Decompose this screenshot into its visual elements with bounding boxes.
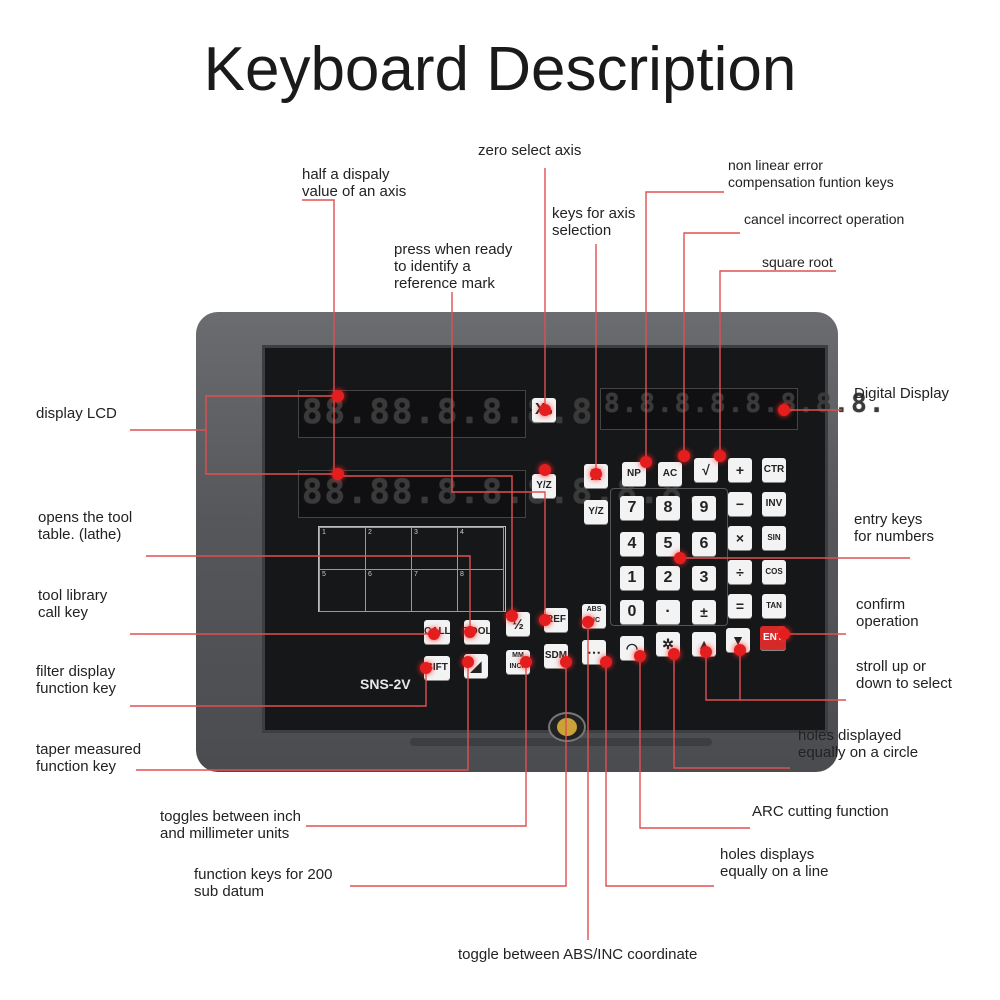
line-filter [130,672,427,707]
label-holes-circle: holes displayed equally on a circle [798,727,919,761]
label-tool-library: tool library call key [38,587,108,621]
cos-key[interactable]: COS [762,560,786,584]
marker-sift [420,662,432,674]
line-tool-table [146,555,471,632]
line-arc [639,660,750,829]
line-sub-datum [350,666,567,887]
marker-mm-inch [520,656,532,668]
marker-ref [539,614,551,626]
label-display-lcd: display LCD [36,405,117,422]
line-stroll [705,652,846,701]
marker-yz-zero [539,464,551,476]
line-holes-circle [673,656,790,769]
digit-0-key[interactable]: 0 [620,600,644,624]
digit-2-key[interactable]: 2 [656,566,680,590]
digit-7-key[interactable]: 7 [620,496,644,520]
equals-key[interactable]: = [728,594,752,618]
plus-key[interactable]: + [728,458,752,482]
marker-call [428,628,440,640]
label-inch-mm: toggles between inch and millimeter unit… [160,808,301,842]
page-title: Keyboard Description [203,35,797,104]
marker-digital-display [778,404,790,416]
label-sub-datum: function keys for 200 sub datum [194,866,333,900]
line-sqrt [719,270,836,460]
yz-zero-key[interactable]: Y/Z [532,474,556,498]
digital-display: 8.8.8.8.8.8.8.8. [604,389,887,419]
ac-key[interactable]: AC [658,462,682,486]
sqrt-key[interactable]: √ [694,458,718,482]
label-holes-line: holes displays equally on a line [720,846,829,880]
marker-abs-inc [582,616,594,628]
label-arc: ARC cutting function [752,803,889,820]
digital-display-frame [600,388,798,430]
line-taper [136,664,469,771]
marker-pcd [668,648,680,660]
marker-line [600,656,612,668]
line-nonlinear [645,191,724,462]
digit-9-key[interactable]: 9 [692,496,716,520]
label-sqrt: square root [762,254,833,270]
tan-key[interactable]: TAN [762,594,786,618]
panel-slot [410,738,712,746]
marker-ent [778,628,790,640]
marker-sqrt [714,450,726,462]
line-inch-mm [306,664,527,827]
sin-key[interactable]: SIN [762,526,786,550]
marker-keypad [674,552,686,564]
label-ref-mark: press when ready to identify a reference… [394,241,513,292]
line-ref [451,292,546,620]
label-tool-table: opens the tool table. (lathe) [38,509,133,543]
line-cancel [683,232,740,456]
label-taper: taper measured function key [36,741,142,775]
label-axis-select: keys for axis selection [552,205,636,239]
display-lcd-top-frame [298,390,526,438]
label-confirm: confirm operation [856,596,919,630]
minus-key[interactable]: − [728,492,752,516]
ctr-key[interactable]: CTR [762,458,786,482]
marker-arc [634,650,646,662]
yz-axis-key[interactable]: Y/Z [584,500,608,524]
digit-4-key[interactable]: 4 [620,532,644,556]
label-abs-inc: toggle between ABS/INC coordinate [458,946,698,963]
power-knob[interactable] [548,712,586,742]
label-nonlinear: non linear error compensation funtion ke… [728,157,894,190]
marker-axis [590,468,602,480]
marker-display-bottom [332,468,344,480]
line-display-lcd2 [205,430,338,475]
times-key[interactable]: × [728,526,752,550]
tool-table-graphic: 1 2 3 4 5 6 7 8 [318,526,506,612]
label-digital-display: Digital Display [854,385,950,402]
line-holes-line [605,666,714,887]
label-filter: filter display function key [36,663,117,697]
marker-half [506,610,518,622]
marker-sdm [560,656,572,668]
label-stroll: stroll up or down to select [856,658,952,692]
marker-taper [462,656,474,668]
digit-6-key[interactable]: 6 [692,532,716,556]
marker-np [640,456,652,468]
marker-tool [464,626,476,638]
digit-1-key[interactable]: 1 [620,566,644,590]
decimal-point-key[interactable]: · [656,600,680,624]
marker-up [700,646,712,658]
digit-3-key[interactable]: 3 [692,566,716,590]
numeric-keypad-frame [610,488,728,626]
plus-minus-key[interactable]: ± [692,600,716,624]
inv-key[interactable]: INV [762,492,786,516]
marker-x0 [539,404,551,416]
label-cancel: cancel incorrect operation [744,211,905,227]
line-display-lcd [130,395,338,431]
divide-key[interactable]: ÷ [728,560,752,584]
label-entry-keys: entry keys for numbers [854,511,935,545]
marker-display-top [332,390,344,402]
marker-ac [678,450,690,462]
model-name: SNS-2V [360,676,411,692]
marker-down [734,644,746,656]
label-half-axis: half a dispaly value of an axis [302,166,407,200]
label-zero-axis: zero select axis [478,142,582,159]
tool-key[interactable]: TOOL [464,620,492,644]
digit-8-key[interactable]: 8 [656,496,680,520]
